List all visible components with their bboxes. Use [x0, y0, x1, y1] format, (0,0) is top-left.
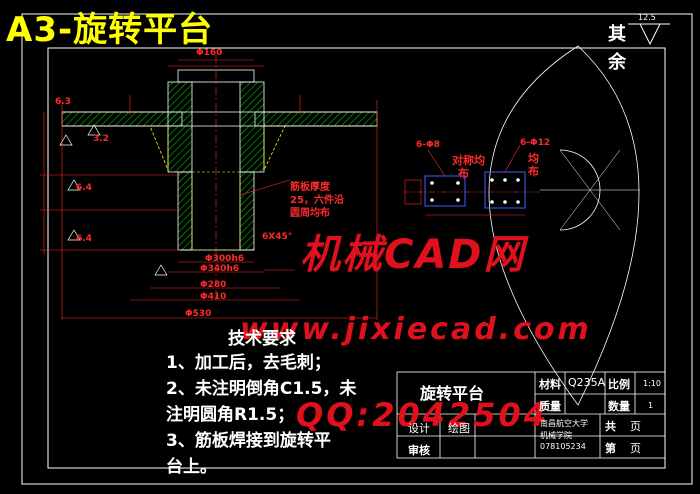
remaining-label-1: 其: [608, 24, 626, 45]
tech-req-heading: 技术要求: [228, 329, 296, 349]
outer-frame: [21, 13, 693, 485]
inner-frame: [47, 47, 666, 469]
dim-label-530: Φ530: [185, 309, 212, 319]
dim-label-410: Φ410: [200, 292, 227, 302]
roughness-icon-4: [67, 229, 81, 241]
hole-leader-2: [504, 144, 521, 173]
hole-10: [516, 200, 520, 204]
chamfer-label: 6X45°: [262, 232, 293, 242]
hole-8: [490, 200, 494, 204]
tb-scale-label: 比例: [608, 378, 630, 391]
rib-left: [149, 125, 169, 171]
title-block: [396, 371, 666, 459]
roughness-symbols: [59, 124, 168, 276]
hub-left: [167, 81, 193, 173]
tb-review-label: 审核: [408, 444, 430, 457]
surface-finish-value: 12.5: [638, 13, 656, 22]
sleeve-right: [239, 171, 255, 251]
holes: [430, 178, 520, 204]
even-note-2: 布: [528, 165, 539, 178]
tb-material-value: Q235A: [568, 376, 606, 389]
plate-right: [254, 111, 378, 127]
tb-draw-label: 绘图: [448, 422, 470, 435]
dimension-lines: [40, 59, 378, 320]
drawing-title: A3-旋转平台: [6, 10, 214, 50]
tb-total-label: 共: [605, 420, 616, 433]
roughness-icon-1: [59, 134, 73, 146]
rib-note-2: 25，六件沿: [290, 195, 344, 206]
tb-part-name: 旋转平台: [420, 384, 485, 403]
even-note-1: 均: [528, 152, 539, 165]
sleeve-bore: [191, 171, 241, 251]
hole-4: [456, 198, 460, 202]
hole-label-2: 6-Φ12: [520, 138, 551, 148]
dim-label-340: Φ340h6: [200, 264, 240, 274]
surface-finish-icon: [628, 23, 670, 46]
roughness-icon-2: [87, 124, 101, 136]
align-note-2: 布: [458, 167, 469, 180]
dim-label-64b: 6.4: [76, 234, 92, 244]
dim-label-64a: 6.4: [76, 183, 92, 193]
hole-6: [503, 178, 507, 182]
detail-dim-box: [404, 179, 422, 205]
sleeve-left: [177, 171, 193, 251]
rib-note-3: 圆周均布: [290, 208, 330, 219]
plate-left: [61, 111, 183, 127]
tb-count-value: 1: [648, 401, 654, 410]
title-block-frame: [396, 371, 666, 459]
section-view: [61, 55, 378, 300]
tb-scale-value: 1:10: [643, 379, 661, 388]
dim-label-32: 3.2: [93, 134, 109, 144]
watermark-qq: QQ:2042504: [296, 396, 550, 434]
rib-note-1: 筋板厚度: [290, 182, 330, 193]
tech-req-5: 台上。: [166, 457, 217, 477]
hole-label-1: 6-Φ8: [416, 140, 440, 150]
tb-weight-label: 质量: [539, 400, 561, 413]
tb-count-label: 数量: [608, 400, 630, 413]
tech-req-2: 2、未注明倒角C1.5，未: [166, 379, 357, 399]
tb-sheet-label: 第: [605, 442, 616, 455]
hole-1: [430, 181, 434, 185]
remaining-label-2: 余: [608, 52, 626, 73]
hole-7: [516, 178, 520, 182]
rib-leader: [239, 179, 291, 196]
align-note-1: 对称均: [452, 154, 485, 167]
tech-req-4: 3、筋板焊接到旋转平: [166, 431, 331, 451]
tb-code: 078105234: [540, 442, 586, 451]
watermark-site: 机械CAD网: [300, 232, 526, 278]
dim-label-280: Φ280: [200, 280, 227, 290]
watermark-url: www.jixiecad.com: [240, 312, 592, 347]
tb-material-label: 材料: [539, 378, 561, 391]
hole-2: [456, 181, 460, 185]
lens-outline: [488, 45, 640, 406]
dim-label-63: 6.3: [55, 97, 71, 107]
roughness-icon-3: [67, 179, 81, 191]
dim-label-300: Φ300h6: [205, 254, 245, 264]
tb-school: 南昌航空大学: [540, 419, 588, 428]
tb-page-label-1: 页: [630, 420, 641, 433]
dim-label-top: Φ160: [196, 48, 223, 58]
top-view: [404, 45, 640, 406]
tb-major: 机械学院: [540, 431, 572, 440]
tb-design-label: 设计: [408, 422, 430, 435]
tb-page-label-2: 页: [630, 442, 641, 455]
hole-3: [430, 198, 434, 202]
hole-5: [490, 178, 494, 182]
tech-req-1: 1、加工后，去毛刺；: [166, 353, 331, 373]
rib-right: [263, 125, 286, 171]
roughness-icon-5: [154, 264, 168, 276]
hub-right: [239, 81, 265, 173]
hole-9: [503, 200, 507, 204]
tech-req-3: 注明圆角R1.5；: [166, 405, 295, 425]
hole-leader-1: [427, 149, 446, 177]
